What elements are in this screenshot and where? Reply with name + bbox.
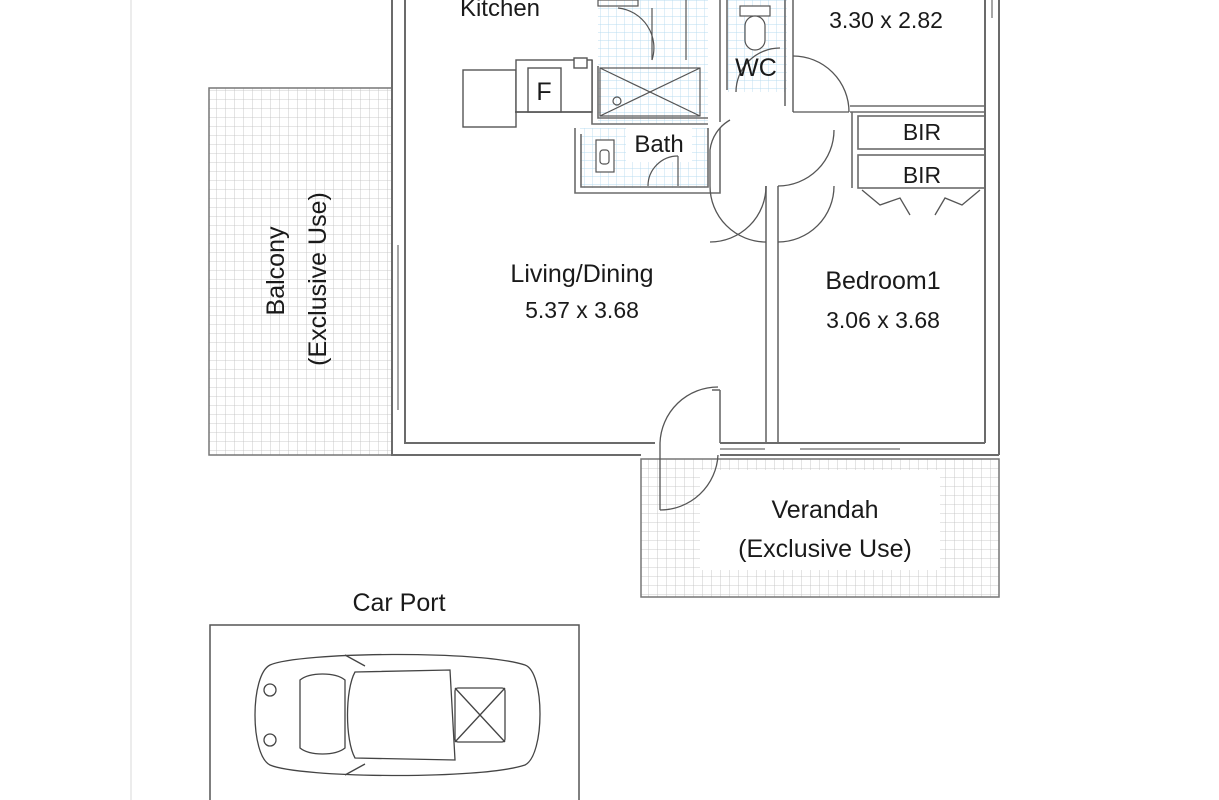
bir-top-label: BIR [903,119,941,145]
exterior-walls [391,0,1000,456]
balcony-note: (Exclusive Use) [304,192,332,366]
interior-walls [574,0,986,443]
car-topview-icon [254,653,541,777]
bath-fixtures [595,67,701,187]
kitchen-benches [462,57,593,128]
living-label: Living/Dining [510,260,653,288]
bath-label: Bath [634,131,683,158]
basin-icon [595,139,615,173]
balcony-label: Balcony [262,226,290,315]
bedroom2-dims: 3.30 x 2.82 [829,7,943,33]
bedroom1-label: Bedroom1 [825,267,940,295]
living-dims: 5.37 x 3.68 [525,297,639,323]
kitchen-label: Kitchen [460,0,540,22]
door-swings [659,47,981,511]
verandah-label: Verandah [771,496,878,524]
verandah-area [640,458,1000,598]
bir-bottom-label: BIR [903,162,941,188]
carport-label: Car Port [352,589,445,617]
windows [397,0,993,450]
bedroom1-dims: 3.06 x 3.68 [826,307,940,333]
verandah-note: (Exclusive Use) [738,535,912,563]
kitchen-top-fixtures [597,0,687,61]
wc-label: WC [735,54,777,82]
carport-area [209,624,580,800]
toilet-icon [739,5,771,51]
fridge-label: F [536,78,551,106]
balcony-area [208,87,393,456]
